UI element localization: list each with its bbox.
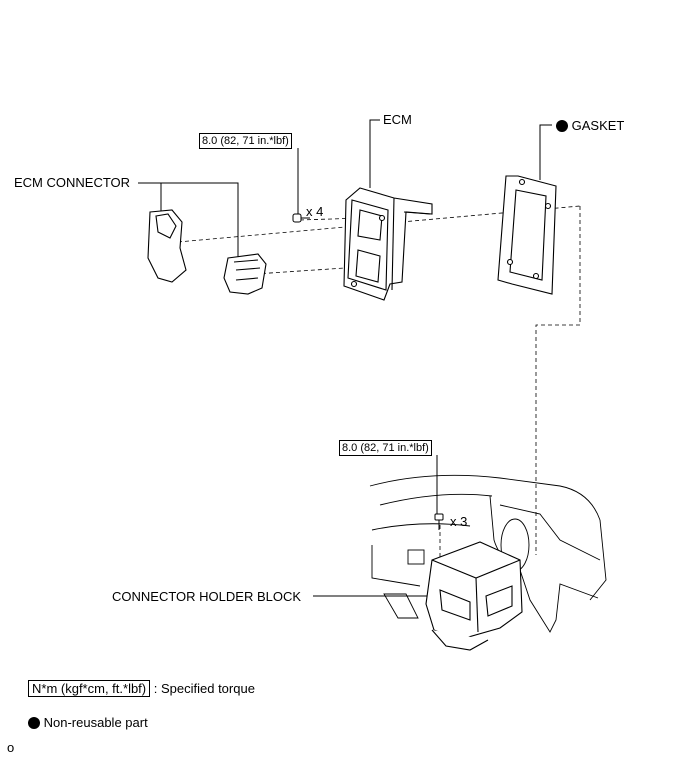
connector-holder-block-drawing bbox=[425, 541, 523, 651]
ecm-drawing bbox=[343, 187, 433, 301]
footer-code: o bbox=[7, 740, 15, 755]
ecm-leader-line bbox=[369, 119, 380, 188]
legend-torque-box: N*m (kgf*cm, ft.*lbf) bbox=[28, 680, 151, 697]
ecm-label: ECM bbox=[383, 112, 412, 127]
gasket-drawing bbox=[497, 175, 557, 295]
ecm-connector-drawing bbox=[147, 209, 267, 295]
ecm-bolt-quantity: x 4 bbox=[306, 204, 324, 219]
legend-torque-text: : Specified torque bbox=[153, 681, 255, 696]
gasket-label: GASKET bbox=[556, 118, 624, 133]
holder-bolt-drawing bbox=[434, 513, 444, 530]
align-dash-lower bbox=[254, 266, 361, 275]
vehicle-body-drawing bbox=[369, 474, 607, 633]
ecm-bolt-drawing bbox=[292, 213, 310, 223]
non-reusable-icon bbox=[556, 120, 568, 132]
non-reusable-legend-icon bbox=[28, 717, 40, 729]
legend-nonreusable-text: Non-reusable part bbox=[43, 715, 148, 730]
torque-spec-ecm: 8.0 (82, 71 in.*lbf) bbox=[199, 133, 292, 149]
legend-torque: N*m (kgf*cm, ft.*lbf) : Specified torque bbox=[28, 680, 255, 697]
align-dash-gasket-down bbox=[535, 206, 581, 555]
ecm-connector-label: ECM CONNECTOR bbox=[14, 175, 131, 190]
gasket-label-text: GASKET bbox=[571, 118, 625, 133]
connector-holder-block-label: CONNECTOR HOLDER BLOCK bbox=[112, 589, 302, 604]
torque-spec-holder: 8.0 (82, 71 in.*lbf) bbox=[339, 440, 432, 456]
ecm-connector-leader-line bbox=[138, 182, 239, 262]
gasket-leader-line bbox=[539, 124, 552, 180]
holder-bolt-quantity: x 3 bbox=[450, 514, 468, 529]
legend-nonreusable: Non-reusable part bbox=[28, 715, 148, 730]
